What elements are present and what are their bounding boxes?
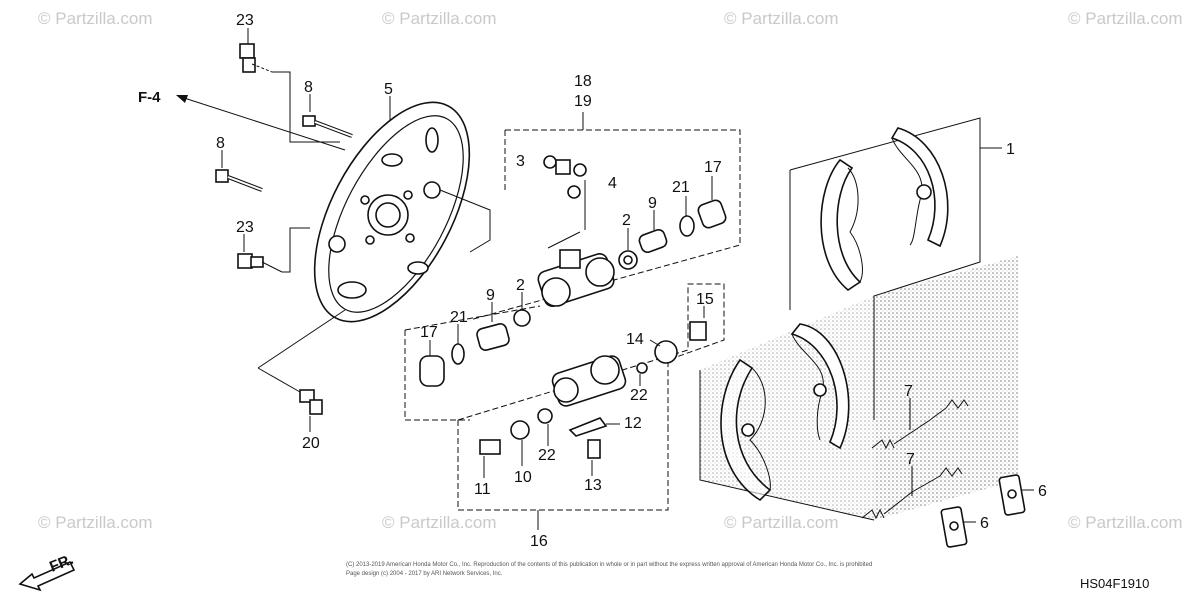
- callout-11: 11: [474, 481, 491, 498]
- lower-leader-lines: [483, 306, 705, 478]
- bolt-8-top: [302, 115, 353, 138]
- wheel-cylinder-lower: [479, 321, 707, 459]
- watermark-8: © Partzilla.com: [1068, 513, 1183, 532]
- callout-4: 4: [608, 175, 617, 192]
- callout-8-top: 8: [304, 79, 313, 96]
- spring-upper: [871, 398, 969, 450]
- callout-14: 14: [626, 331, 644, 348]
- watermark-2: © Partzilla.com: [382, 9, 497, 28]
- callout-12: 12: [624, 415, 642, 432]
- watermark-7: © Partzilla.com: [724, 513, 839, 532]
- callout-23-left: 23: [236, 219, 254, 236]
- callout-7-upper: 7: [904, 383, 913, 400]
- watermark-3: © Partzilla.com: [724, 9, 839, 28]
- watermark-4: © Partzilla.com: [1068, 9, 1183, 28]
- callout-8-left: 8: [216, 135, 225, 152]
- callout-labels: 23 8 5 8 23 20 18 19 3 4 17 21 9 2 21 17…: [216, 12, 1047, 550]
- brake-shoe-upper-left: [820, 158, 863, 291]
- callout-10: 10: [514, 469, 532, 486]
- callout-23-top: 23: [236, 12, 254, 29]
- clip-lower: [940, 506, 976, 548]
- bolt-8-left: [215, 169, 263, 192]
- callout-5: 5: [384, 81, 393, 98]
- watermark-6: © Partzilla.com: [382, 513, 497, 532]
- upper-piston-parts: [618, 199, 727, 270]
- callout-6-lower: 6: [980, 515, 989, 532]
- spring-lower: [861, 466, 963, 520]
- callout-13: 13: [584, 477, 602, 494]
- callout-19: 19: [574, 93, 592, 110]
- brake-shoe-box: [699, 117, 1018, 521]
- leader-lines-left: [221, 28, 491, 432]
- callout-17-lower: 17: [420, 324, 438, 341]
- callout-20: 20: [302, 435, 320, 452]
- bolt-23-left: [237, 253, 283, 273]
- callout-6-upper: 6: [1038, 483, 1047, 500]
- callout-3: 3: [516, 153, 525, 170]
- front-arrow: FR.: [18, 551, 76, 592]
- brake-shoe-upper-right: [890, 127, 949, 248]
- bleeder-3-4: [543, 155, 587, 199]
- watermark-5: © Partzilla.com: [38, 513, 153, 532]
- front-label: FR.: [47, 551, 76, 576]
- callout-15: 15: [696, 291, 714, 308]
- callout-2-lower: 2: [516, 277, 525, 294]
- bolt-20: [299, 389, 323, 415]
- callout-17-upper: 17: [704, 159, 722, 176]
- bolt-23-top: [239, 43, 273, 73]
- callout-21-lower: 21: [450, 309, 468, 326]
- callout-2-upper: 2: [622, 212, 631, 229]
- clip-upper: [998, 474, 1034, 516]
- wheel-cylinder-upper: [537, 180, 615, 307]
- brake-panel: [313, 101, 471, 323]
- callout-9-upper: 9: [648, 195, 657, 212]
- callout-22-left: 22: [538, 447, 556, 464]
- diagram-code: HS04F1910: [1080, 576, 1149, 591]
- brake-shoe-lower-left: [720, 358, 772, 502]
- callout-7-lower: 7: [906, 451, 915, 468]
- copyright-line-1: (C) 2013-2019 American Honda Motor Co., …: [346, 562, 872, 568]
- callout-9-lower: 9: [486, 287, 495, 304]
- reference-label: F-4: [138, 89, 161, 106]
- brake-shoe-lower-right: [790, 323, 850, 450]
- callout-1: 1: [1006, 141, 1015, 158]
- lower-assembly-box: [457, 283, 725, 530]
- callout-21-upper: 21: [672, 179, 690, 196]
- callout-16: 16: [530, 533, 548, 550]
- copyright-line-2: Page design (c) 2004 - 2017 by ARI Netwo…: [346, 571, 503, 577]
- reference-arrow: [176, 95, 346, 151]
- watermark-1: © Partzilla.com: [38, 9, 153, 28]
- callout-22-right: 22: [630, 387, 648, 404]
- lower-left-parts: [404, 292, 541, 421]
- upper-leader-lines: [627, 176, 713, 250]
- callout-18: 18: [574, 73, 592, 90]
